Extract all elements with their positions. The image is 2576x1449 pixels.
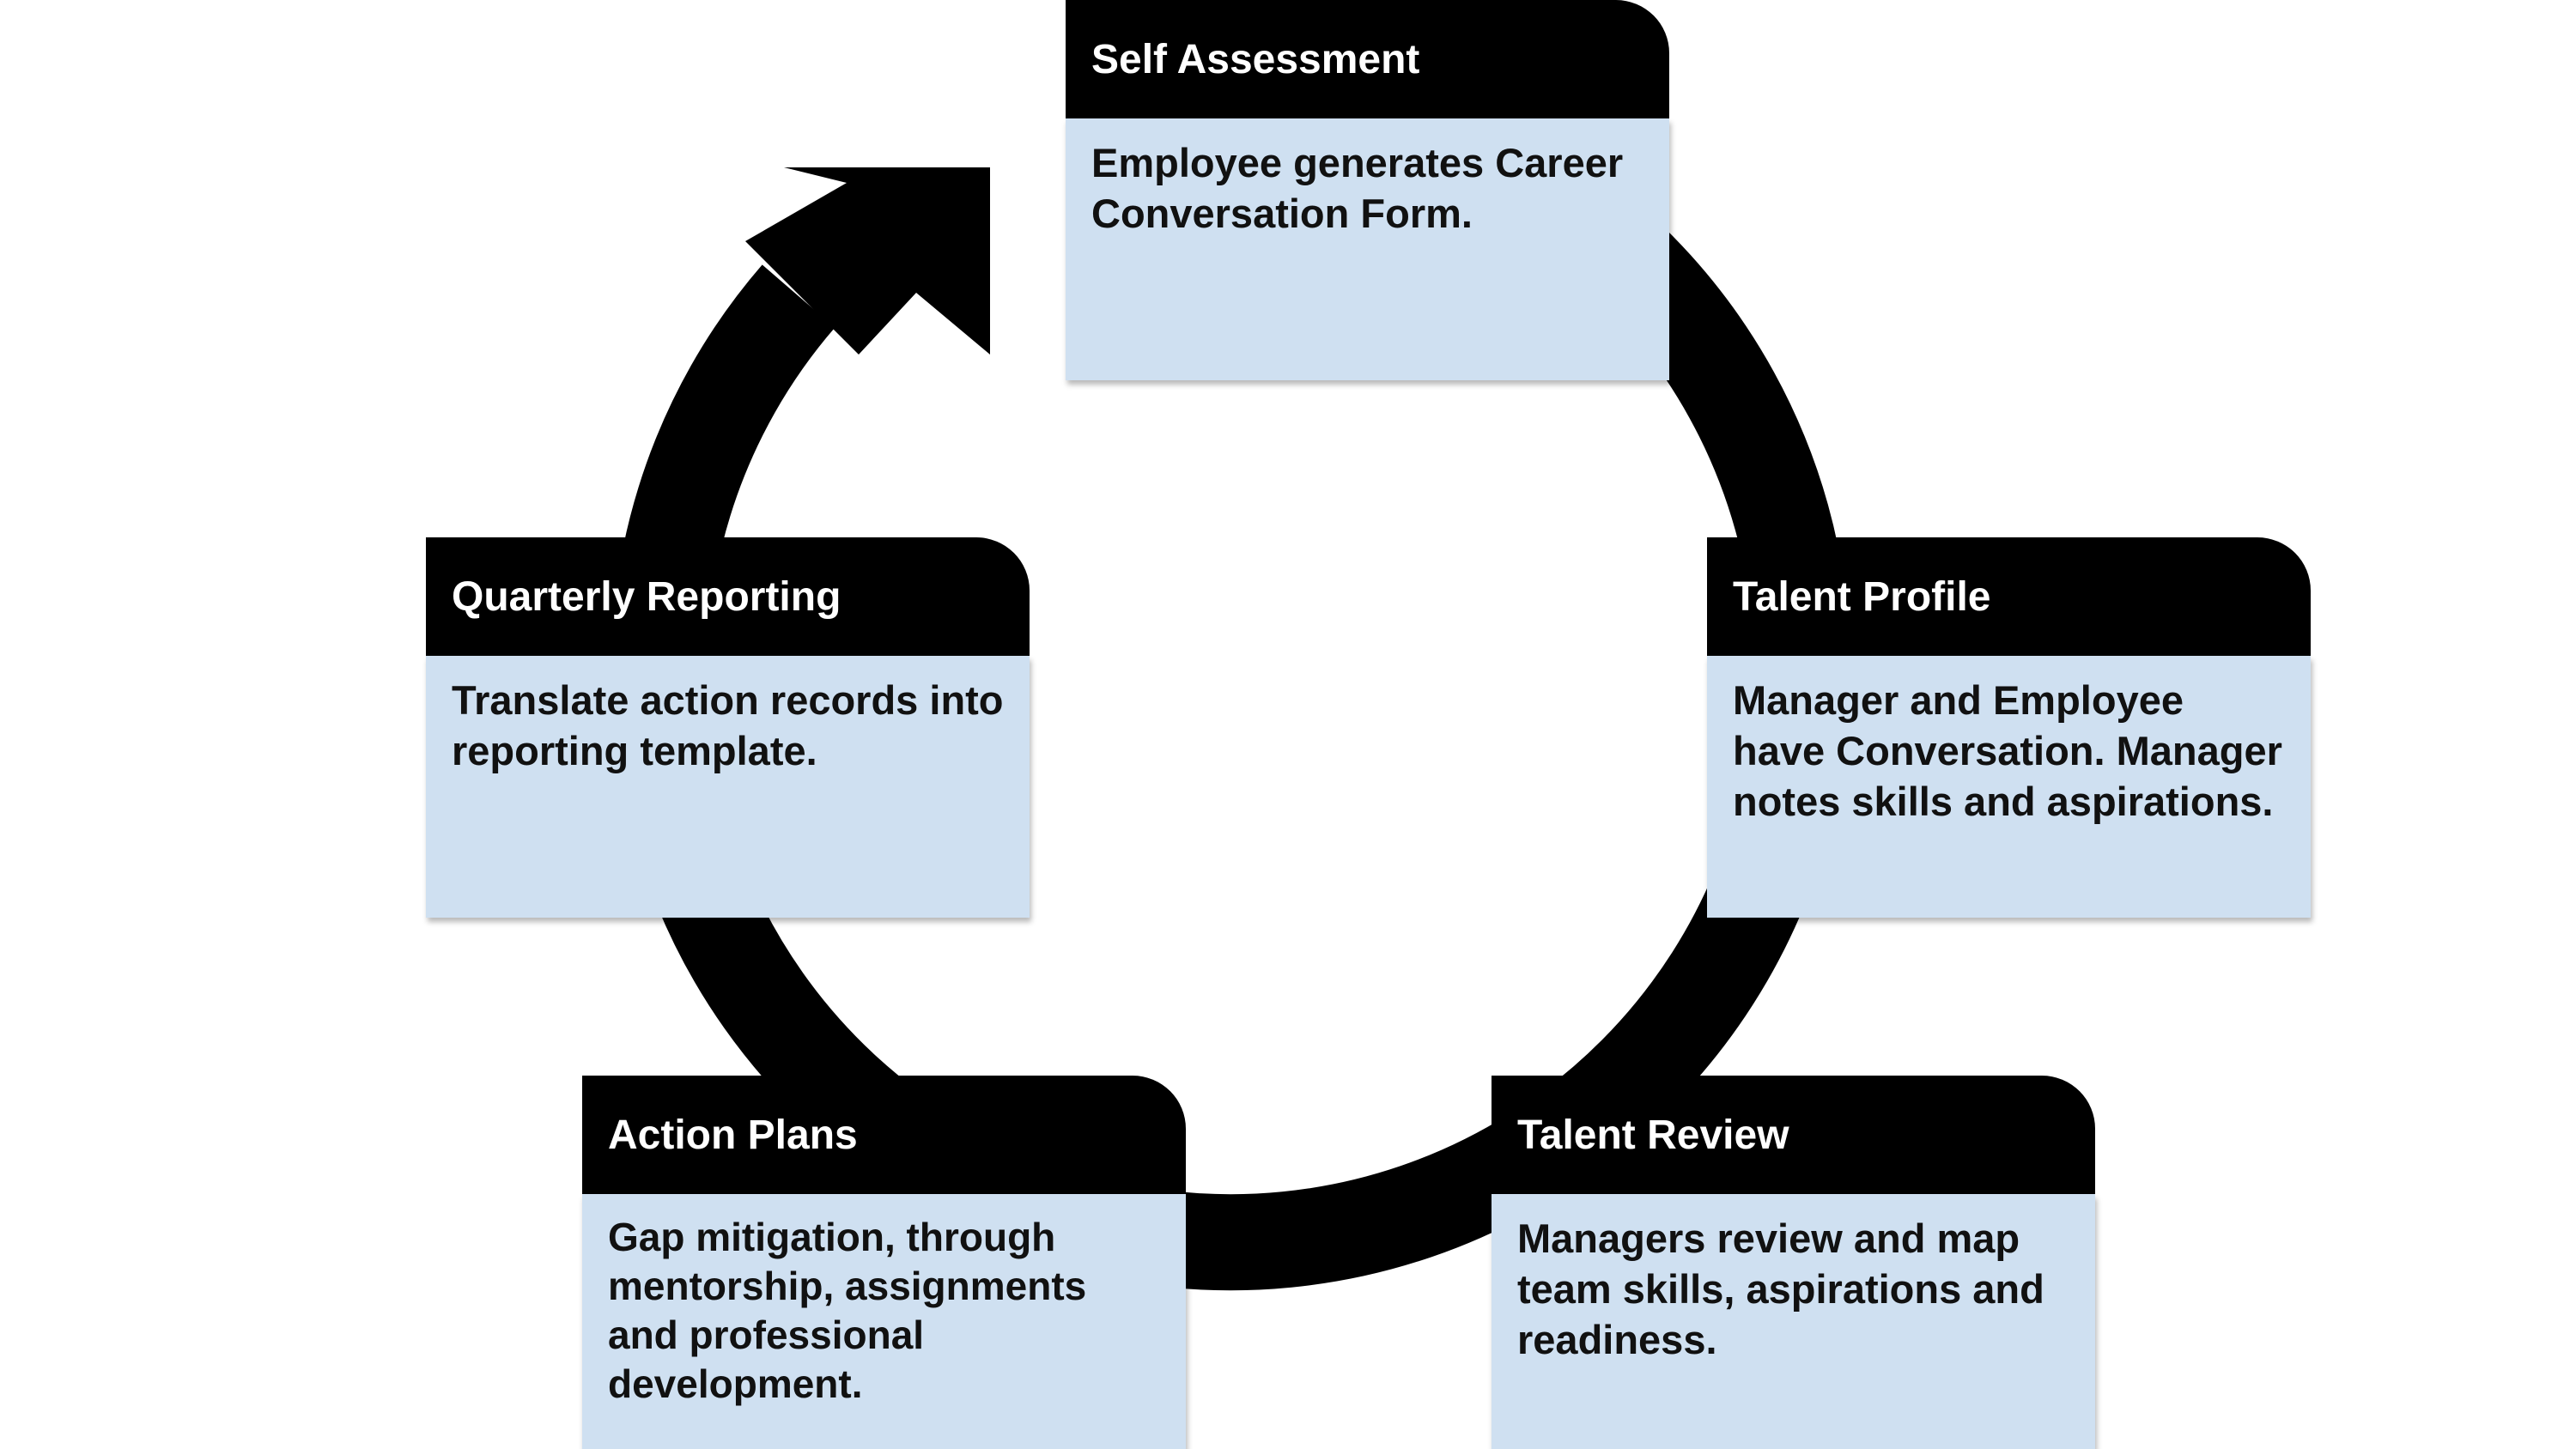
step-card-action-plans: Action Plans Gap mitigation, through men… xyxy=(582,1076,1186,1449)
step-title: Action Plans xyxy=(582,1076,1186,1194)
step-card-quarterly-reporting: Quarterly Reporting Translate action rec… xyxy=(426,537,1030,918)
step-card-talent-profile: Talent Profile Manager and Employee have… xyxy=(1707,537,2311,918)
step-description: Manager and Employee have Conversation. … xyxy=(1707,656,2311,918)
step-card-self-assessment: Self Assessment Employee generates Caree… xyxy=(1066,0,1669,380)
step-description: Gap mitigation, through mentorship, assi… xyxy=(582,1194,1186,1449)
step-title: Talent Profile xyxy=(1707,537,2311,656)
step-title: Quarterly Reporting xyxy=(426,537,1030,656)
step-title: Talent Review xyxy=(1492,1076,2095,1194)
step-description: Managers review and map team skills, asp… xyxy=(1492,1194,2095,1449)
step-card-talent-review: Talent Review Managers review and map te… xyxy=(1492,1076,2095,1449)
step-description: Employee generates Career Conversation F… xyxy=(1066,118,1669,380)
arrowhead-icon xyxy=(745,167,990,355)
step-title: Self Assessment xyxy=(1066,0,1669,118)
step-description: Translate action records into reporting … xyxy=(426,656,1030,918)
